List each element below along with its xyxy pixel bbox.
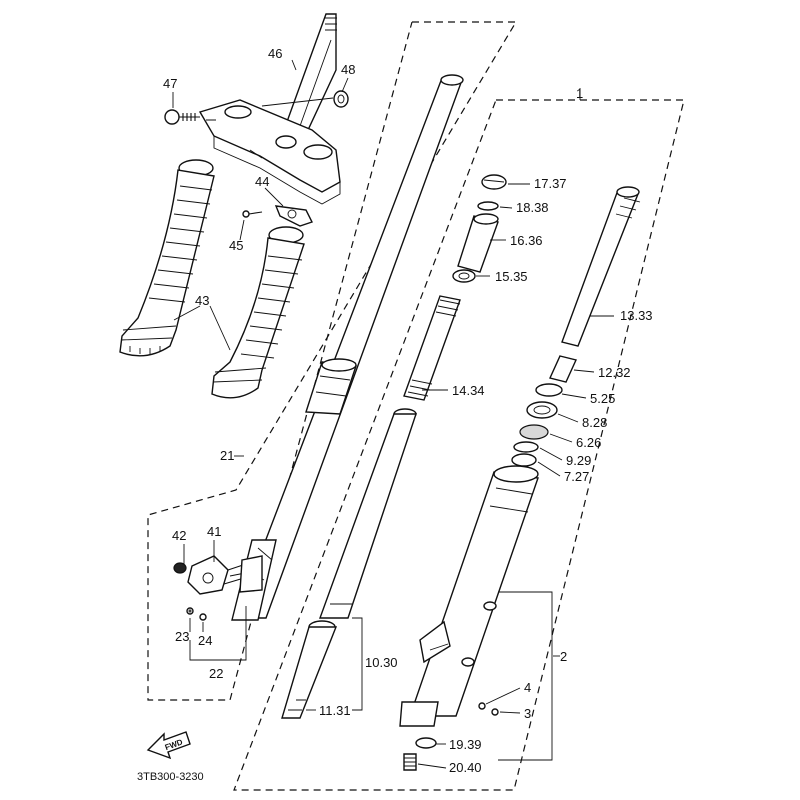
label-7-27: 7.27 xyxy=(564,469,589,484)
rod-piece-12 xyxy=(549,355,577,383)
drain-bolt-20 xyxy=(403,753,417,771)
inner-tube-11 xyxy=(281,620,338,719)
cable-guide-44 xyxy=(274,205,313,227)
label-41: 41 xyxy=(207,524,221,539)
label-2: 2 xyxy=(560,649,567,664)
label-22: 22 xyxy=(209,666,223,681)
label-46: 46 xyxy=(268,46,282,61)
label-44: 44 xyxy=(255,174,269,189)
label-20-40: 20.40 xyxy=(449,760,482,775)
leader-lines xyxy=(172,59,614,769)
label-24: 24 xyxy=(198,633,212,648)
label-43: 43 xyxy=(195,293,209,308)
bushing-7 xyxy=(511,453,537,467)
axle-clamp-41 xyxy=(187,555,263,595)
seal-6 xyxy=(519,424,549,440)
label-4: 4 xyxy=(524,680,531,695)
label-18-38: 18.38 xyxy=(516,200,549,215)
damper-rod-13 xyxy=(561,186,641,347)
nut-48 xyxy=(333,90,349,108)
spring-seat-15 xyxy=(452,269,476,283)
label-12-32: 12.32 xyxy=(598,365,631,380)
label-8-28: 8.28 xyxy=(582,415,607,430)
screw-3 xyxy=(491,708,499,716)
cap-bolt-17 xyxy=(481,174,507,190)
part-code: 3TB300-3230 xyxy=(137,771,204,783)
fork-boot-right xyxy=(211,226,305,399)
upper-bracket xyxy=(198,99,341,205)
bolt-23 xyxy=(186,607,194,615)
label-15-35: 15.35 xyxy=(495,269,528,284)
label-11-31: 11.31 xyxy=(319,703,351,718)
label-16-36: 16.36 xyxy=(510,233,543,248)
washer-5 xyxy=(535,383,563,397)
clip-9 xyxy=(513,441,539,453)
label-13-33: 13.33 xyxy=(620,308,653,323)
right-outer-tube-2 xyxy=(399,465,539,727)
label-21: 21 xyxy=(220,448,234,463)
label-17-37: 17.37 xyxy=(534,176,567,191)
inner-tube-10 xyxy=(319,408,417,619)
fork-spring-14 xyxy=(403,295,461,401)
label-47: 47 xyxy=(163,76,177,91)
label-14-34: 14.34 xyxy=(452,383,485,398)
bolt-47 xyxy=(164,109,200,125)
fork-boot-left xyxy=(119,159,215,357)
bolt-45 xyxy=(242,210,263,218)
washer-4 xyxy=(478,702,486,710)
left-fork-tube xyxy=(231,74,464,621)
label-5-25: 5.25 xyxy=(590,391,615,406)
label-10-30: 10.30 xyxy=(365,655,398,670)
label-45: 45 xyxy=(229,238,243,253)
nut-42 xyxy=(173,562,187,574)
label-3: 3 xyxy=(524,706,531,721)
washer-19 xyxy=(415,737,437,749)
washer-24 xyxy=(199,613,207,621)
label-42: 42 xyxy=(172,528,186,543)
oil-seal-8 xyxy=(526,401,558,419)
forward-arrow-icon: FWD xyxy=(146,731,191,760)
spacer-16 xyxy=(457,213,499,273)
steering-stem xyxy=(283,13,337,131)
label-19-39: 19.39 xyxy=(449,737,482,752)
label-23: 23 xyxy=(175,629,189,644)
label-48: 48 xyxy=(341,62,355,77)
group-1-outline xyxy=(233,99,685,791)
o-ring-18 xyxy=(477,201,499,211)
label-1: 1 xyxy=(576,86,583,101)
label-6-26: 6.26 xyxy=(576,435,601,450)
label-9-29: 9.29 xyxy=(566,453,591,468)
